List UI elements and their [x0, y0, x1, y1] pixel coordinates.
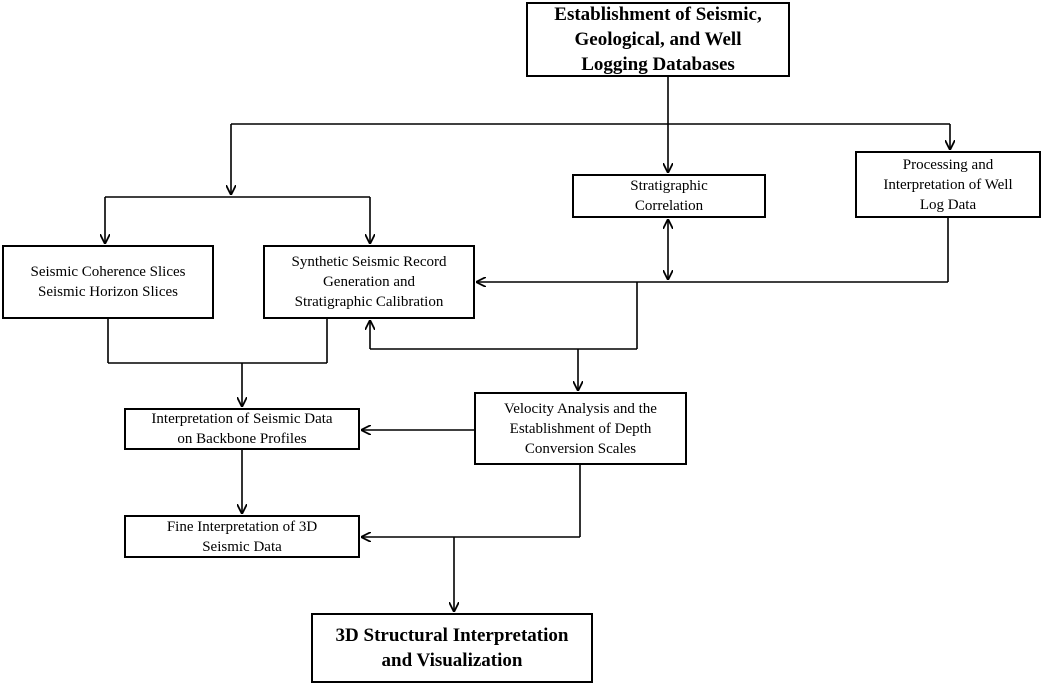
- node-fine-interpretation: Fine Interpretation of 3D Seismic Data: [124, 515, 360, 558]
- node-text-line: Synthetic Seismic Record: [291, 254, 447, 270]
- node-text-line: Logging Databases: [581, 54, 735, 75]
- node-text-line: and Visualization: [381, 650, 523, 671]
- node-backbone-profiles: Interpretation of Seismic Data on Backbon…: [124, 408, 360, 450]
- node-text-line: Conversion Scales: [524, 440, 637, 457]
- node-text-line: Seismic Coherence Slices: [30, 264, 186, 280]
- node-text-line: Fine Interpretation of 3D: [166, 518, 318, 535]
- node-text-line: Seismic Data: [202, 538, 282, 555]
- node-structural-interpretation: 3D Structural Interpretation and Visualiz…: [311, 613, 593, 683]
- node-text-line: Interpretation of Seismic Data: [151, 411, 333, 427]
- node-text-line: Processing and: [902, 156, 994, 173]
- node-text-line: Establishment of Seismic,: [554, 4, 762, 25]
- node-text-line: on Backbone Profiles: [177, 431, 307, 447]
- node-text-line: Stratigraphic: [630, 178, 708, 194]
- node-text-line: Interpretation of Well: [883, 176, 1013, 193]
- node-text-line: Generation and: [322, 274, 416, 290]
- node-text-line: Stratigraphic Calibration: [294, 294, 444, 310]
- node-text-line: Geological, and Well: [574, 29, 742, 50]
- node-text-line: Velocity Analysis and the: [504, 400, 657, 417]
- node-text-line: Seismic Horizon Slices: [38, 284, 178, 300]
- node-text-line: Correlation: [634, 198, 704, 214]
- node-text-line: Log Data: [919, 196, 977, 213]
- node-text-line: Establishment of Depth: [509, 420, 652, 437]
- node-text-line: 3D Structural Interpretation: [335, 625, 569, 646]
- node-databases: Establishment of Seismic, Geological, and…: [526, 2, 790, 77]
